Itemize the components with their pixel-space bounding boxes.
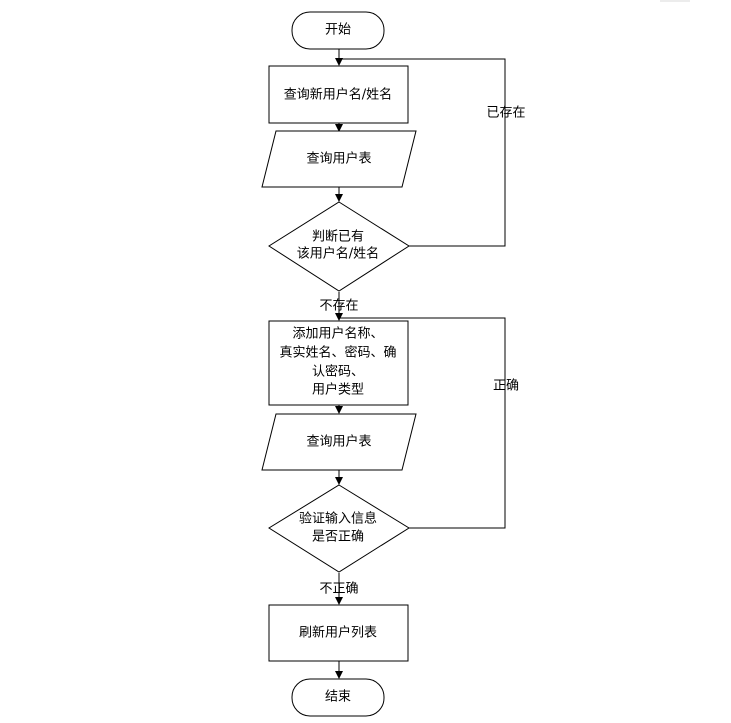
query-table-io-2 — [261, 413, 417, 471]
edge-label-incorrect: 不正确 — [319, 582, 358, 597]
edge-label-exists: 已存在 — [486, 106, 525, 121]
exists-decision-line-1: 判断已有 — [312, 230, 364, 245]
end-label: 结束 — [325, 690, 351, 705]
query-table-label-1: 查询用户表 — [306, 151, 371, 167]
start-terminal — [291, 11, 385, 50]
validate-decision — [268, 484, 410, 573]
add-info-process — [268, 320, 409, 406]
refresh-process — [268, 604, 409, 662]
add-info-line-4: 用户类型 — [312, 382, 364, 398]
edge-exists-loop — [339, 58, 506, 247]
query-table-io-1 — [261, 130, 417, 188]
edge-label-correct: 正确 — [493, 379, 519, 394]
end-terminal — [291, 678, 385, 717]
start-label: 开始 — [325, 23, 351, 38]
add-info-line-2: 真实姓名、密码、确 — [279, 345, 396, 361]
refresh-label: 刷新用户列表 — [299, 625, 377, 641]
edge-label-not-exists: 不存在 — [319, 299, 358, 314]
validate-decision-line-2: 是否正确 — [312, 530, 364, 545]
query-table-label-2: 查询用户表 — [306, 434, 371, 450]
exists-decision-line-2: 该用户名/姓名 — [297, 246, 379, 262]
add-info-line-3: 认密码、 — [312, 364, 364, 380]
query-new-process — [268, 65, 409, 124]
validate-decision-line-1: 验证输入信息 — [299, 511, 377, 527]
query-new-label: 查询新用户名/姓名 — [284, 87, 392, 103]
edge-correct-loop — [339, 317, 506, 529]
add-info-line-1: 添加用户名称、 — [292, 326, 383, 342]
exists-decision — [268, 201, 410, 292]
